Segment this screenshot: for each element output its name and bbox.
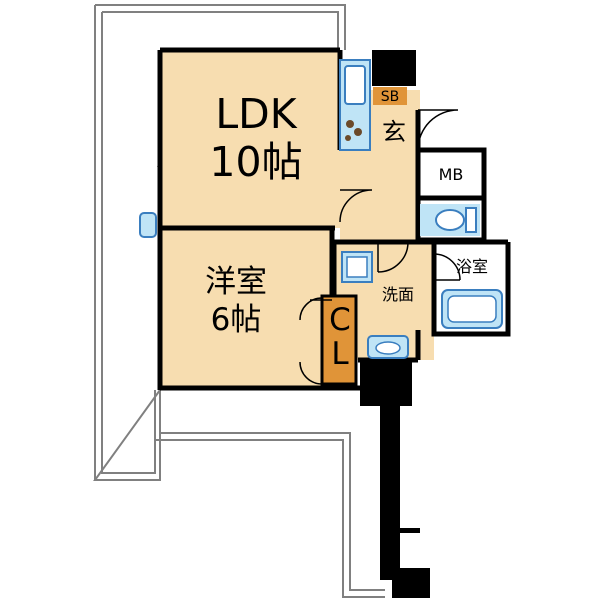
closet-fill: [320, 294, 358, 386]
washroom-door: [377, 241, 409, 273]
veranda-outline-inner: [101, 11, 339, 474]
pipe-stub: [395, 528, 420, 533]
entrance-label: 玄: [382, 118, 406, 146]
toilet-bowl: [435, 209, 465, 231]
bathtub: [441, 289, 503, 329]
kitchen-sink: [344, 65, 366, 105]
closet-door-1: [299, 297, 323, 321]
stove-burner-3: [345, 135, 351, 141]
closet-door-2: [299, 361, 323, 385]
western-room-label: 洋室: [205, 264, 267, 300]
toilet: [420, 204, 480, 236]
toilet-tank: [465, 207, 477, 233]
ldk-label: LDK: [215, 90, 297, 138]
veranda-lower-outline: [155, 432, 385, 598]
wash-basin-bowl: [375, 341, 401, 355]
bathroom-box: [431, 242, 511, 337]
ldk-fill: [160, 50, 340, 228]
ldk-door: [339, 189, 373, 223]
shoe-box-label: SB: [381, 89, 400, 105]
meter-box-label: MB: [439, 165, 464, 184]
wall-blocks: [360, 50, 430, 598]
ldk-size-label: 10帖: [209, 138, 302, 186]
ac-unit-icon: [139, 212, 157, 238]
shoe-box: SB: [373, 87, 407, 105]
wall-block-column: [360, 358, 412, 406]
pipe-base: [392, 568, 430, 598]
western-room-size-label: 6帖: [211, 302, 262, 338]
meter-box-fill: [418, 150, 482, 198]
bathroom-door: [433, 253, 461, 281]
veranda-outline-outer: [93, 4, 346, 481]
washing-machine-inner: [346, 256, 368, 278]
doors: [159, 80, 461, 385]
pipe-shaft: [380, 400, 400, 580]
entrance-door: [417, 109, 459, 151]
wall-block-top: [372, 50, 416, 86]
bathroom-label: 浴室: [456, 257, 488, 276]
closet: C L: [320, 294, 358, 386]
stove-burner-2: [354, 128, 362, 136]
washroom-label: 洗面: [382, 285, 414, 304]
shoe-box-fill: [373, 87, 407, 105]
stove-burner-1: [346, 120, 354, 128]
bathtub-inner: [447, 295, 497, 323]
kitchen: [339, 59, 371, 151]
washroom-fixtures: [341, 251, 409, 359]
closet-label-l: L: [331, 336, 349, 372]
closet-label-c: C: [329, 302, 351, 338]
entrance-fill: [372, 108, 416, 150]
mb-box: [418, 147, 487, 201]
